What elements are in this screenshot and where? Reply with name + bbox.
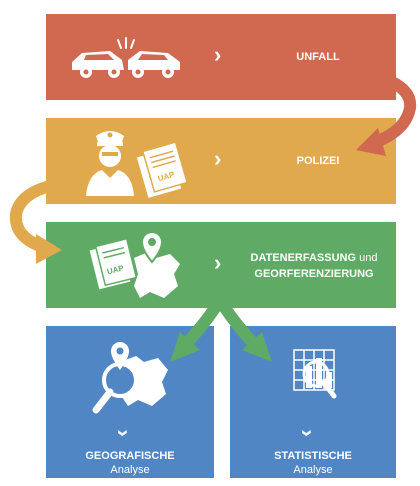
police-officer-icon: UAP xyxy=(86,131,189,198)
map-pin-icon xyxy=(140,230,164,264)
step-geografische-analyse: › GEOGRAFISCHE Analyse xyxy=(46,326,214,478)
label-part-georeferenzierung: GEORFERENZIERUNG xyxy=(254,268,374,280)
chevron-right-icon: › xyxy=(214,146,222,171)
magnifier-icon xyxy=(92,362,138,414)
step-stat-sub: Analyse xyxy=(293,464,333,476)
label-part-und: und xyxy=(356,252,378,264)
map-magnifier-icon xyxy=(92,342,168,414)
chevron-right-icon: › xyxy=(214,42,222,67)
step-stat-label: STATISTISCHE xyxy=(274,450,352,462)
label-part-datenerfassung: DATENERFASSUNG xyxy=(250,252,357,264)
step-unfall: › UNFALL xyxy=(46,14,396,100)
step-polizei: UAP › POLIZEI xyxy=(46,118,396,204)
chevron-down-icon: › xyxy=(111,429,137,437)
step-unfall-label: UNFALL xyxy=(296,51,340,63)
document-icon: UAP xyxy=(89,237,138,290)
map-document-icon: UAP xyxy=(89,230,180,298)
statistics-icon xyxy=(293,349,337,399)
step-datenerfassung: UAP › DATENERFASSUNG und GEORFERENZIERUN… xyxy=(46,222,396,308)
arrow-polizei-to-daten xyxy=(9,180,56,252)
document-icon: UAP xyxy=(136,141,189,198)
step-polizei-label: POLIZEI xyxy=(296,155,340,167)
car-crash-icon xyxy=(72,37,180,78)
chevron-right-icon: › xyxy=(214,250,222,275)
step-datenerfassung-label: DATENERFASSUNG und GEORFERENZIERUNG xyxy=(236,250,392,282)
step-statistische-analyse: › STATISTISCHE Analyse xyxy=(230,326,396,478)
map-pin-icon xyxy=(111,342,129,370)
step-geo-sub: Analyse xyxy=(110,464,150,476)
step-geo-label: GEOGRAFISCHE xyxy=(85,450,175,462)
chevron-down-icon: › xyxy=(295,429,321,437)
svg-text:UAP: UAP xyxy=(106,263,125,276)
